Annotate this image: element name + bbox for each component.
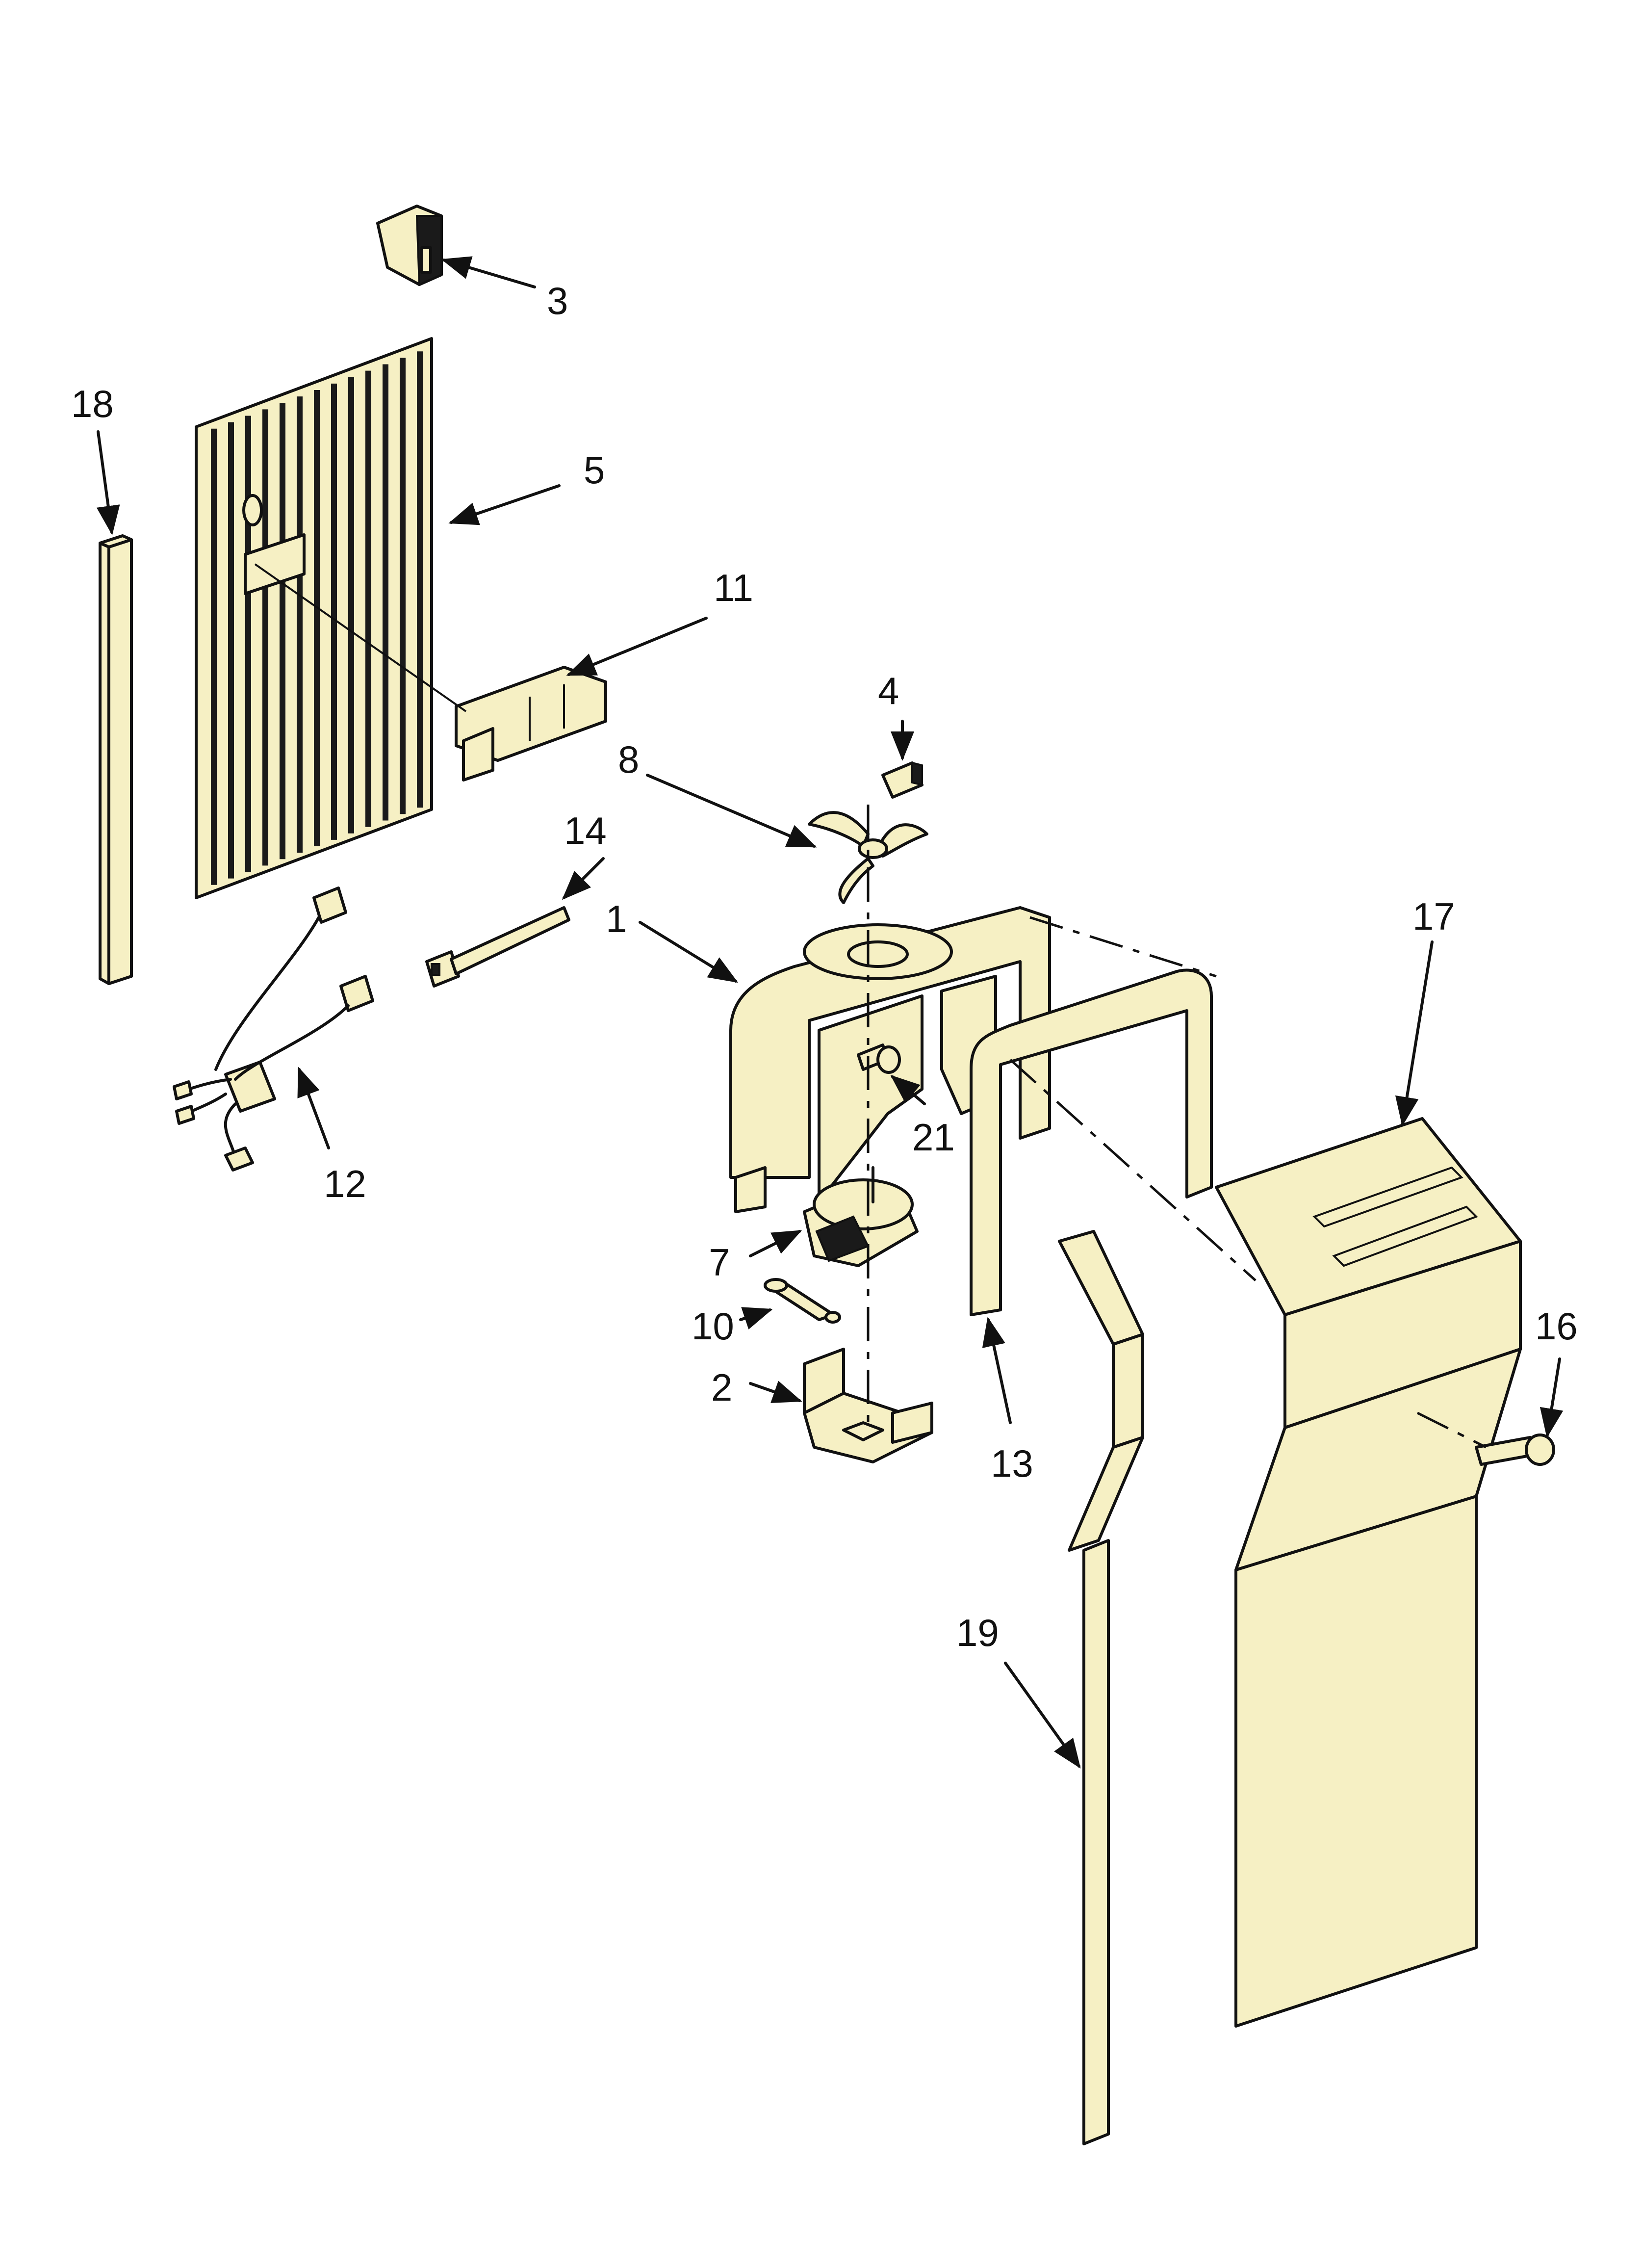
part-14-cable-tie	[425, 906, 570, 988]
callout-8: 8	[618, 738, 639, 781]
part-4-block	[881, 761, 924, 799]
callout-4: 4	[878, 669, 899, 712]
callout-2: 2	[711, 1366, 732, 1409]
part-13-gasket	[970, 968, 1213, 1316]
part-17-duct-cover	[1215, 1117, 1522, 2028]
part-8-fan-blade	[808, 811, 928, 904]
grid-slat	[417, 351, 423, 808]
callout-5: 5	[584, 448, 605, 492]
callout-11: 11	[714, 566, 753, 609]
part-7-fan-motor	[803, 1166, 919, 1267]
callout-12: 12	[324, 1162, 366, 1205]
assembly-center-lines	[867, 805, 1487, 1449]
callout-16: 18	[71, 382, 114, 425]
callout-13: 13	[991, 1442, 1033, 1485]
grid-slat	[348, 377, 354, 834]
leader-arrows	[96, 256, 1564, 1769]
callout-19: 19	[956, 1611, 999, 1654]
callout-7: 7	[709, 1241, 730, 1284]
callout-18: 16	[1535, 1304, 1578, 1348]
part-12-wire-harness	[173, 886, 374, 1172]
grid-slat	[331, 383, 337, 840]
grid-slat	[383, 364, 388, 821]
part-11-bracket	[254, 563, 607, 782]
callout-labels: 3 18 5 11 4 8 14 1 17 12 21 7 10 16 2 13…	[71, 279, 1578, 1654]
grid-slat	[365, 370, 371, 827]
grid-slat	[211, 428, 217, 885]
part-10-strap	[764, 1278, 841, 1324]
part-18-screw	[1475, 1434, 1555, 1466]
part-3-clip	[376, 205, 443, 287]
callout-17: 17	[1412, 895, 1455, 938]
grid-slat	[400, 358, 406, 814]
grid-slat	[228, 422, 234, 879]
grid-slat	[245, 416, 251, 872]
part-2-motor-bracket	[803, 1348, 933, 1463]
grid-slat	[262, 409, 268, 866]
part-5-evaporator-cover	[195, 337, 433, 899]
callout-10: 10	[692, 1304, 734, 1348]
callout-21: 21	[912, 1116, 955, 1159]
part-19-support-rail	[1058, 1230, 1144, 2145]
callout-14: 14	[564, 809, 607, 852]
part-16-trim-strip	[99, 534, 133, 985]
grid-slat	[280, 403, 285, 860]
callout-3: 3	[547, 279, 568, 322]
grid-slat	[297, 396, 303, 853]
callout-1: 1	[606, 897, 627, 940]
part-21-screw	[857, 1043, 901, 1074]
grid-slat	[314, 390, 320, 846]
